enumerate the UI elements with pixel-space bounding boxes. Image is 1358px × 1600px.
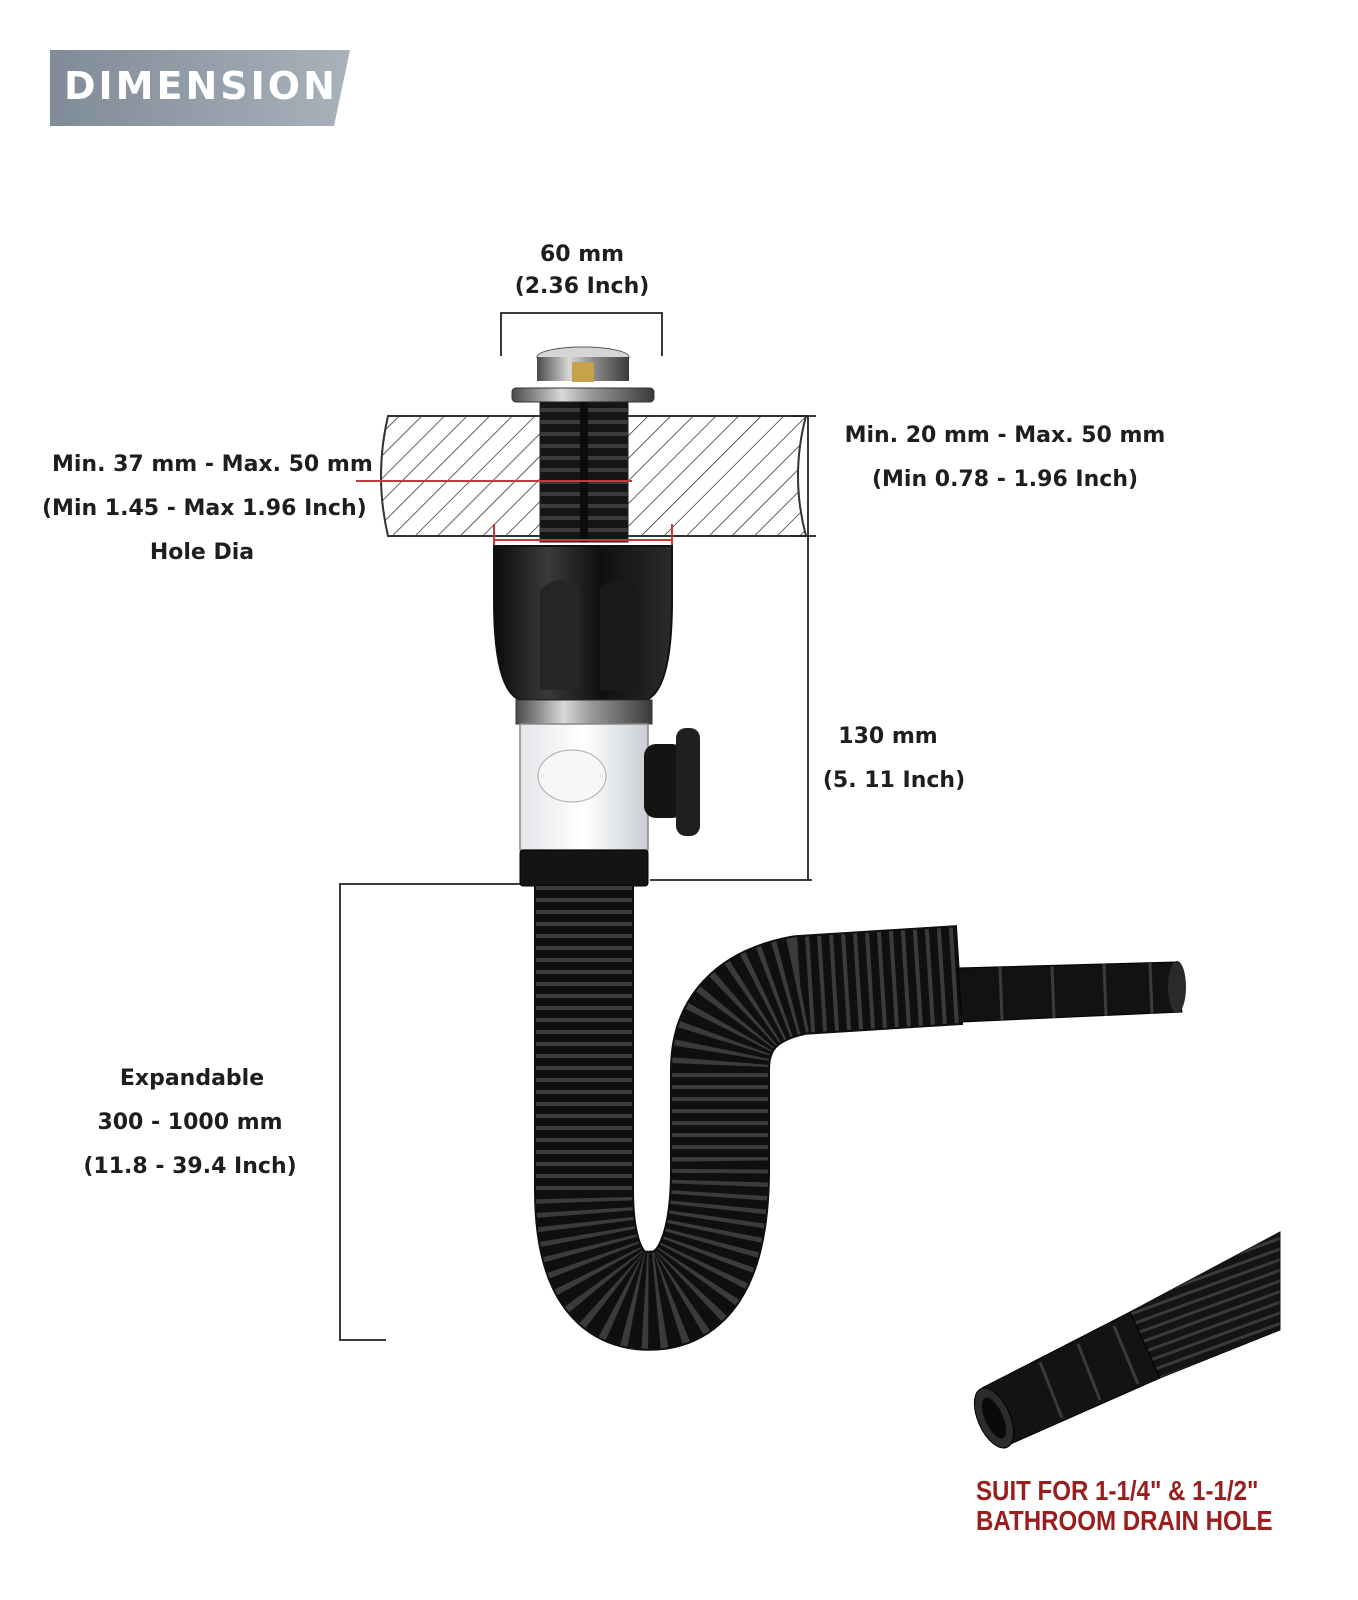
- stopper-cap: [511, 346, 655, 403]
- dimension-banner: DIMENSION: [50, 50, 350, 126]
- clear-chamber: [519, 723, 700, 887]
- expandable-title: Expandable: [119, 1066, 265, 1091]
- trap-body: [493, 545, 673, 725]
- banner-shape: [50, 50, 350, 126]
- banner-title: DIMENSION: [64, 64, 338, 108]
- expandable-mm-label: 300 - 1000 mm: [97, 1110, 283, 1135]
- suit-note-line1: SUIT FOR 1-1/4" & 1-1/2": [976, 1475, 1259, 1506]
- dimension-lines: [339, 312, 816, 1341]
- hole-range-mm-label: Min. 37 mm - Max. 50 mm: [52, 452, 373, 477]
- threaded-stem: [539, 401, 629, 543]
- top-width-mm-label: 60 mm: [539, 242, 625, 267]
- expandable-inch-label: (11.8 - 39.4 Inch): [83, 1154, 297, 1179]
- hose-end-detail: [973, 1231, 1281, 1449]
- thickness-mm-label: Min. 20 mm - Max. 50 mm: [844, 423, 1166, 448]
- hole-range-inch-label: (Min 1.45 - Max 1.96 Inch): [42, 496, 367, 521]
- hole-dia-caption: Hole Dia: [149, 540, 255, 565]
- height-mm-label: 130 mm: [838, 724, 938, 749]
- thickness-inch-label: (Min 0.78 - 1.96 Inch): [871, 467, 1139, 492]
- suit-note-line2: BATHROOM DRAIN HOLE: [976, 1505, 1273, 1536]
- top-width-inch-label: (2.36 Inch): [514, 274, 650, 299]
- height-inch-label: (5. 11 Inch): [822, 768, 966, 793]
- corrugated-pipe: [534, 886, 1186, 1351]
